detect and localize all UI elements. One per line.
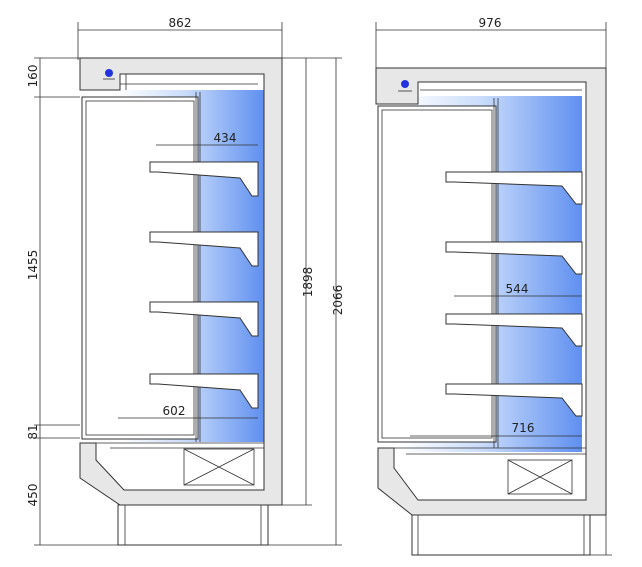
fan-icon-right	[401, 80, 409, 88]
dim-label-width: 862	[169, 16, 192, 30]
shelf-2	[149, 231, 259, 267]
dim-shelf-depth-left: 434	[156, 131, 258, 146]
base-plinth	[117, 504, 269, 546]
shelf-right-2	[445, 241, 583, 275]
shelf-1	[149, 161, 259, 197]
cabinet-left: 862 434	[26, 16, 345, 546]
shelf-4	[149, 373, 259, 409]
dim-vertical-right: 1898 2066	[268, 57, 345, 546]
shelf-right-1	[445, 171, 583, 205]
shelf-3	[149, 301, 259, 337]
dim-label-deck-offset: 81	[26, 424, 40, 439]
shelf-right-3	[445, 313, 583, 347]
dim-label-deck-depth: 602	[163, 404, 186, 418]
dim-label-width-right: 976	[479, 16, 502, 30]
dim-label-door-height: 1455	[26, 250, 40, 281]
cabinet-right: 976 544	[375, 16, 612, 556]
base-plinth-right	[411, 514, 591, 556]
dim-label-total-height: 2066	[331, 285, 345, 316]
dim-label-deck-depth-right: 716	[512, 421, 535, 435]
fan-icon	[105, 69, 113, 77]
dim-label-shelf-depth-right: 544	[506, 282, 529, 296]
dim-vertical-left: 160 1455 81 450	[26, 57, 118, 546]
dim-deck-depth-right: 716	[410, 421, 582, 437]
dim-shelf-depth-right: 544	[454, 282, 582, 297]
dim-label-base-height: 450	[26, 484, 40, 507]
shelf-right-4	[445, 383, 583, 417]
dim-deck-depth-left: 602	[118, 404, 258, 419]
dim-label-shelf-depth: 434	[214, 131, 237, 145]
dim-label-inner-height: 1898	[301, 267, 315, 298]
dim-width-right: 976	[375, 16, 607, 70]
glass-door	[81, 96, 199, 440]
dim-label-top-height: 160	[26, 65, 40, 88]
dim-width-left: 862	[77, 16, 283, 60]
